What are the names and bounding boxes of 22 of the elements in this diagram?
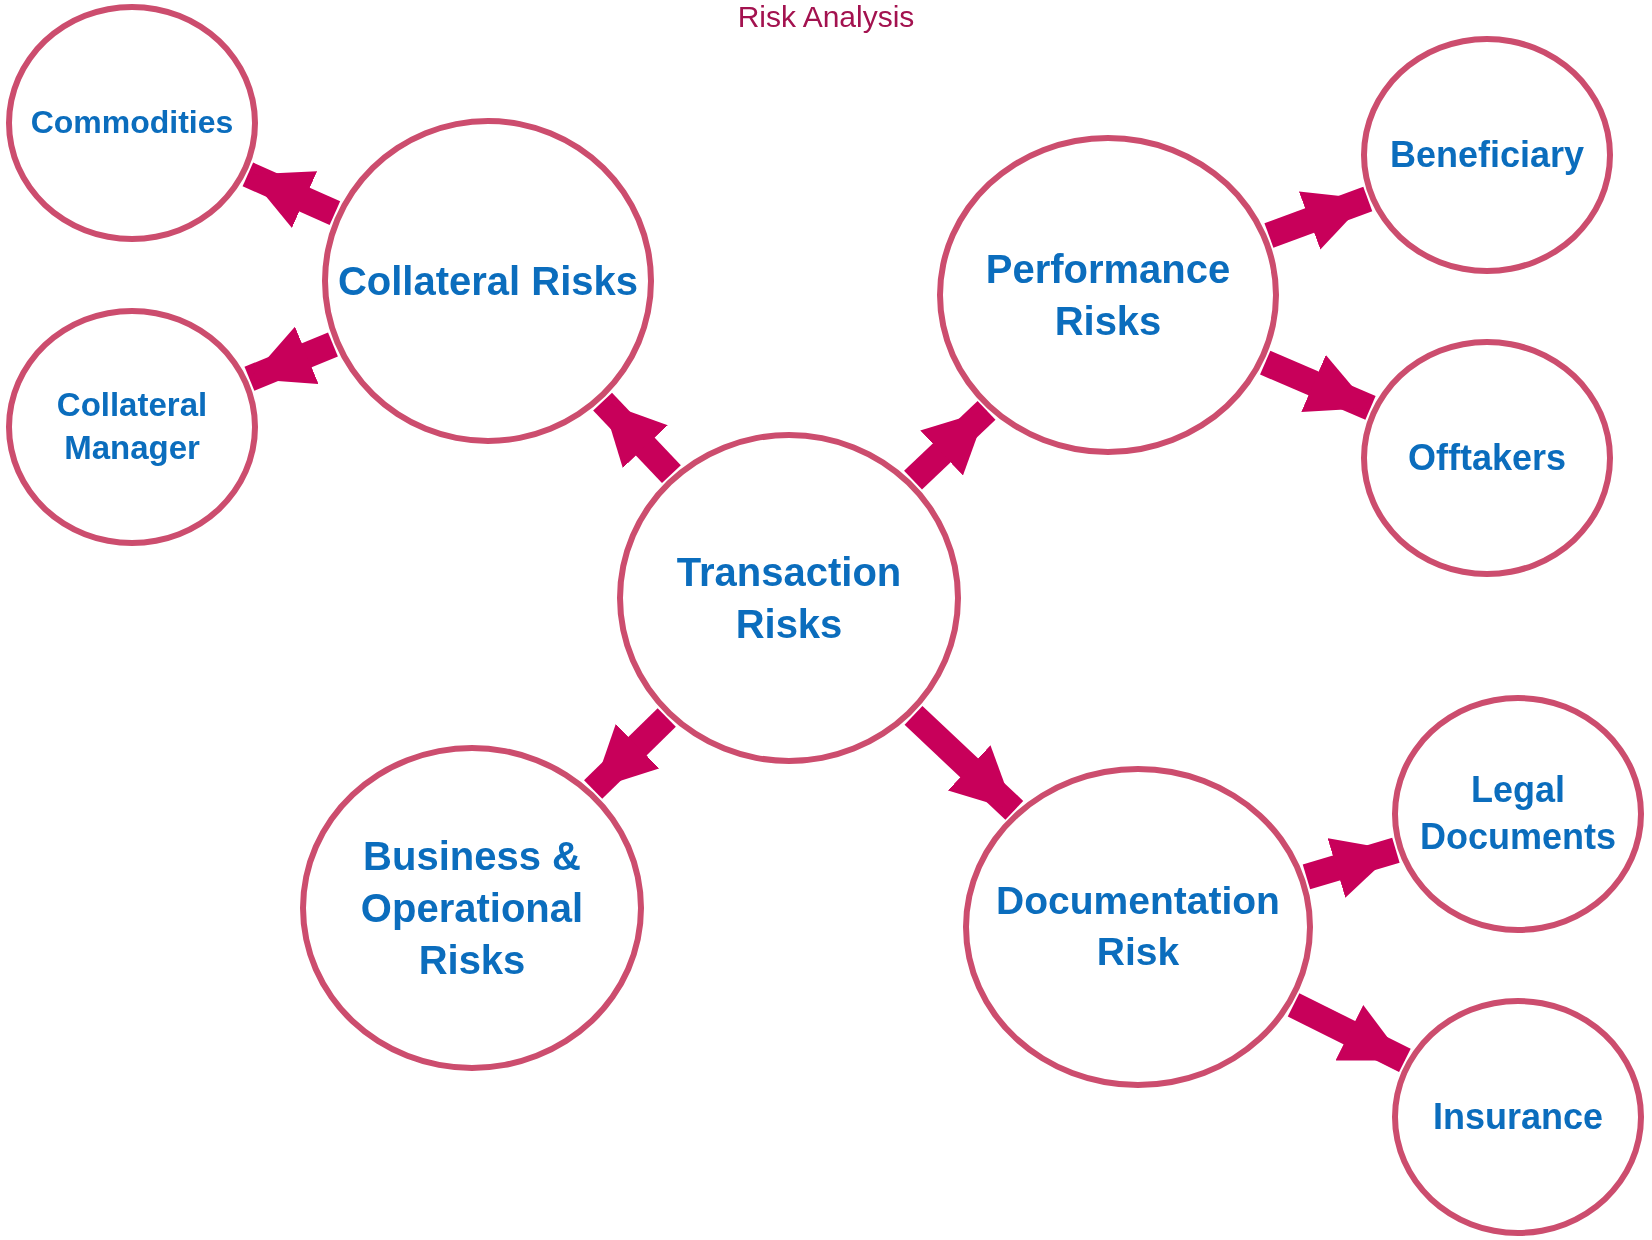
circle-label: Commodities (29, 103, 235, 143)
block-arrow (584, 708, 676, 799)
circle-label: Offtakers (1406, 435, 1568, 480)
block-arrow (242, 162, 341, 228)
circle-label: Legal Documents (1419, 768, 1617, 859)
block-arrow (244, 326, 338, 391)
circle-label: Business & Operational Risks (359, 833, 585, 984)
block-arrow (1287, 993, 1411, 1073)
circle-label: Transaction Risks (675, 549, 903, 648)
diagram-title: Risk Analysis (736, 0, 916, 34)
circle-label: Beneficiary (1388, 132, 1586, 177)
block-arrow (1260, 350, 1376, 420)
circle-label: Collateral Risks (336, 258, 640, 305)
circle-label: Insurance (1431, 1094, 1605, 1139)
block-arrow (593, 392, 681, 484)
circle-label: Collateral Manager (55, 385, 209, 468)
circle-label: Documentation Risk (995, 878, 1281, 975)
block-arrow (904, 705, 1024, 820)
block-arrow (1264, 186, 1373, 250)
circle-label: Performance Risks (984, 246, 1232, 345)
block-arrow (1302, 837, 1400, 898)
block-arrow (904, 400, 996, 490)
